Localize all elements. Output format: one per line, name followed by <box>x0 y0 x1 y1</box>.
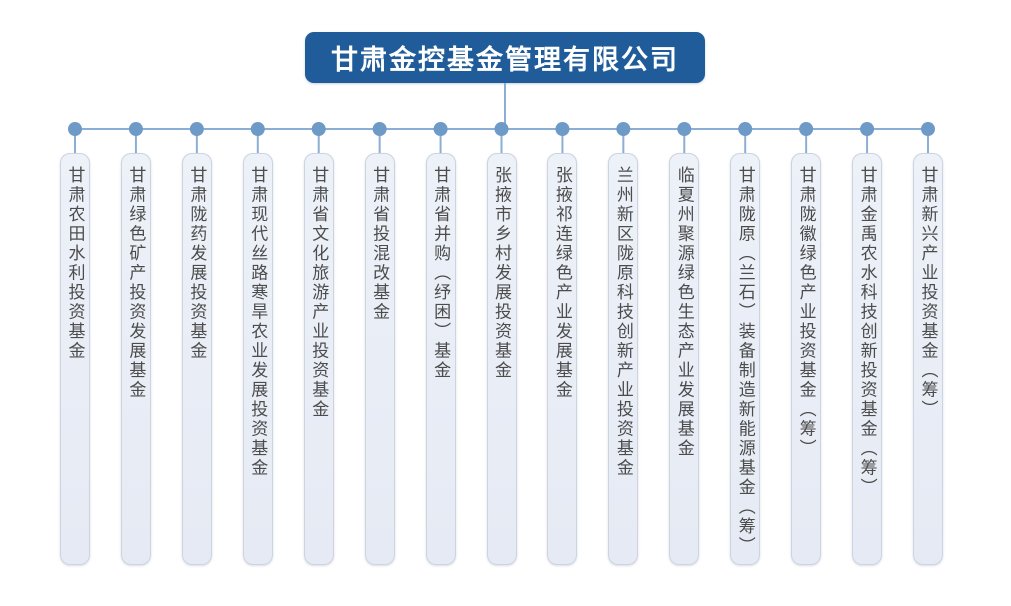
fund-label: 甘肃现代丝路寒旱农业发展投资基金 <box>248 166 268 478</box>
company-title: 甘肃金控基金管理有限公司 <box>331 45 679 75</box>
fund-box: 临夏州聚源绿色生态产业发展基金 <box>669 153 700 565</box>
fund-box: 甘肃现代丝路寒旱农业发展投资基金 <box>242 153 273 565</box>
fund-box: 甘肃省文化旅游产业投资基金 <box>303 153 334 565</box>
connector-dot <box>433 122 448 136</box>
fund-box: 甘肃金禹农水科技创新投资基金（筹） <box>852 153 883 565</box>
fund-label: 甘肃陇徽绿色产业投资基金（筹） <box>796 166 816 459</box>
connector-dot <box>860 122 875 136</box>
fund-label: 甘肃省文化旅游产业投资基金 <box>309 166 329 420</box>
fund-box: 甘肃新兴产业投资基金（筹） <box>913 153 943 565</box>
fund-box: 甘肃农田水利投资基金 <box>60 153 90 565</box>
connector-dot <box>921 122 935 136</box>
connector-dot <box>189 122 204 136</box>
connector-dot <box>616 122 631 136</box>
fund-label: 张掖祁连绿色产业发展基金 <box>552 166 572 400</box>
connector-dot <box>738 122 753 136</box>
fund-label: 甘肃金禹农水科技创新投资基金（筹） <box>857 166 877 498</box>
fund-label: 兰州新区陇原科技创新产业投资基金 <box>613 166 633 478</box>
fund-box: 张掖祁连绿色产业发展基金 <box>547 153 578 565</box>
fund-label: 甘肃农田水利投资基金 <box>65 166 85 361</box>
fund-label: 甘肃陇药发展投资基金 <box>187 166 207 361</box>
fund-label: 甘肃绿色矿产投资发展基金 <box>126 166 146 400</box>
fund-box: 甘肃绿色矿产投资发展基金 <box>120 153 151 565</box>
connector-dot <box>372 122 387 136</box>
connector-dot <box>128 122 143 136</box>
fund-label: 甘肃新兴产业投资基金（筹） <box>918 166 938 420</box>
fund-box: 甘肃省投混改基金 <box>364 153 395 565</box>
fund-label: 临夏州聚源绿色生态产业发展基金 <box>674 166 694 459</box>
fund-box: 兰州新区陇原科技创新产业投资基金 <box>608 153 639 565</box>
connector-dot <box>494 122 509 136</box>
connector-dot <box>68 122 82 136</box>
fund-box: 甘肃省并购（纾困）基金 <box>425 153 456 565</box>
fund-label: 甘肃省投混改基金 <box>370 166 390 322</box>
fund-label: 甘肃陇原（兰石）装备制造新能源基金（筹） <box>735 166 755 556</box>
fund-box: 甘肃陇原（兰石）装备制造新能源基金（筹） <box>730 153 761 565</box>
connector-dot <box>311 122 326 136</box>
connector-dot <box>250 122 265 136</box>
fund-box: 张掖市乡村发展投资基金 <box>486 153 517 565</box>
fund-label: 张掖市乡村发展投资基金 <box>492 166 511 381</box>
connector-dot <box>799 122 814 136</box>
connector-dot <box>677 122 692 136</box>
fund-box: 甘肃陇药发展投资基金 <box>181 153 212 565</box>
fund-label: 甘肃省并购（纾困）基金 <box>431 166 451 381</box>
fund-box: 甘肃陇徽绿色产业投资基金（筹） <box>791 153 822 565</box>
company-root-node: 甘肃金控基金管理有限公司 <box>305 32 705 83</box>
connector-dot <box>555 122 570 136</box>
